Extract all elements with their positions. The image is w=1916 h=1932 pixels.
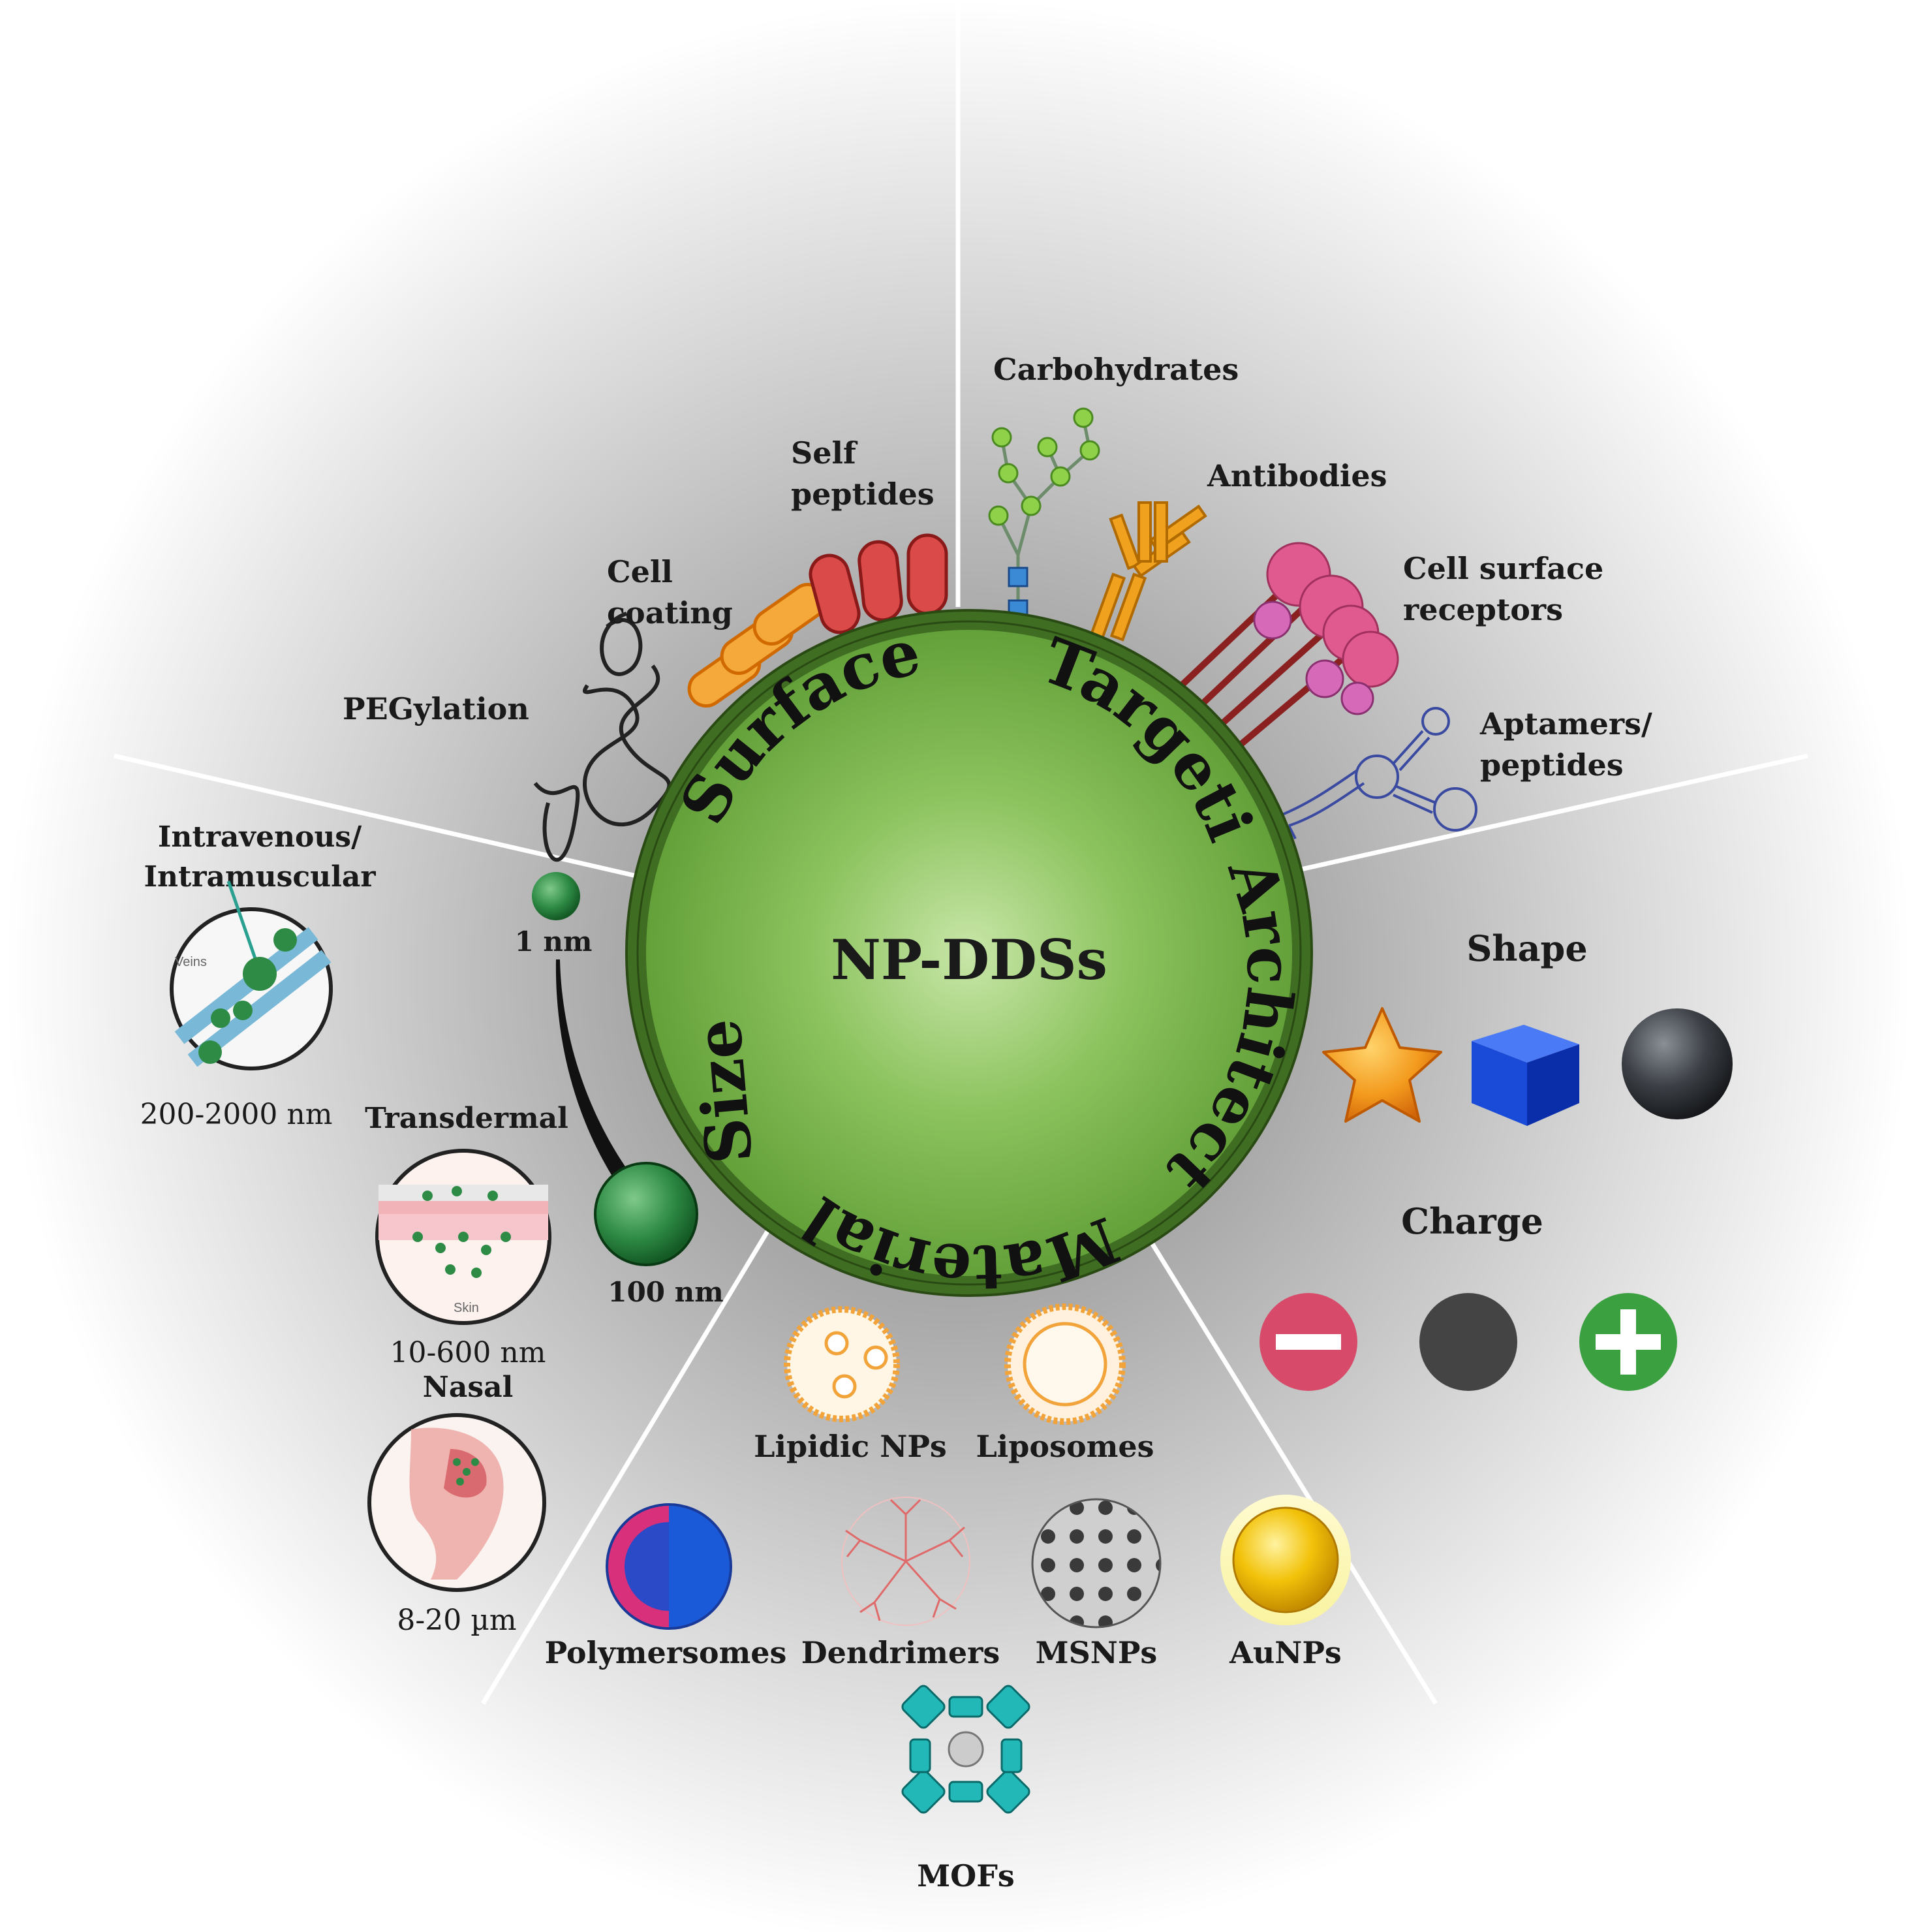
label-iv-2: Intramuscular <box>144 860 376 894</box>
label-self-peptides-1: Self <box>791 435 858 471</box>
label-polymersomes: Polymersomes <box>545 1635 787 1670</box>
self-peptides-icon <box>809 533 948 634</box>
label-cell-coating-1: Cell <box>607 554 673 589</box>
label-carbohydrates: Carbohydrates <box>993 352 1239 387</box>
label-aptamers-1: Aptamers/ <box>1479 706 1652 741</box>
label-mofs: MOFs <box>917 1858 1015 1893</box>
label-transdermal-range: 10-600 nm <box>390 1336 546 1369</box>
sector-dividers <box>114 0 1808 1705</box>
label-aptamers-2: peptides <box>1480 747 1624 783</box>
label-iv-range: 200-2000 nm <box>140 1098 333 1131</box>
label-receptors-2: receptors <box>1403 592 1563 627</box>
center-label: NP-DDSs <box>831 927 1107 992</box>
small-np-sphere <box>532 872 580 920</box>
liposome-icon <box>1004 1303 1126 1425</box>
nasal-inset <box>367 1413 546 1592</box>
pegylation-icon <box>533 612 672 862</box>
label-dendrimers: Dendrimers <box>801 1635 1000 1670</box>
section-size: Size <box>681 1016 767 1166</box>
np-inner-ring <box>636 620 1302 1286</box>
aunp-icon <box>1220 1495 1351 1625</box>
label-nasal: Nasal <box>423 1371 514 1404</box>
dendrimer-icon <box>841 1497 970 1626</box>
np-core <box>646 630 1292 1276</box>
antibodies-icon <box>1089 501 1207 642</box>
mof-icon <box>901 1685 1030 1814</box>
label-liposomes: Liposomes <box>976 1429 1154 1464</box>
positive-charge-icon <box>1579 1293 1677 1391</box>
label-iv-1: Intravenous/ <box>158 820 362 854</box>
sphere-shape-icon <box>1622 1008 1733 1119</box>
polymersome-icon <box>606 1503 732 1630</box>
iv-inset: Veins <box>170 880 333 1070</box>
svg-text:Veins: Veins <box>175 955 207 969</box>
lipidic-np-icon <box>784 1306 900 1422</box>
label-receptors-1: Cell surface <box>1403 551 1603 586</box>
label-antibodies: Antibodies <box>1207 458 1387 493</box>
aptamers-icon <box>1271 707 1477 839</box>
svg-text:Skin: Skin <box>454 1301 479 1315</box>
label-aunps: AuNPs <box>1229 1635 1342 1670</box>
negative-charge-icon <box>1259 1293 1357 1391</box>
star-shape-icon <box>1322 1007 1442 1123</box>
label-100nm: 100 nm <box>608 1276 723 1308</box>
label-msnps: MSNPs <box>1036 1635 1158 1670</box>
label-transdermal: Transdermal <box>365 1102 568 1135</box>
msnp-icon <box>1031 1498 1162 1628</box>
cell-coating-icon <box>687 582 827 708</box>
label-1nm: 1 nm <box>515 926 593 958</box>
large-np-sphere <box>594 1162 698 1266</box>
label-cell-coating-2: coating <box>607 595 733 631</box>
label-shape: Shape <box>1466 927 1587 969</box>
label-nasal-range: 8-20 µm <box>397 1604 516 1637</box>
size-wedge <box>555 959 626 1178</box>
cube-shape-icon <box>1472 1025 1579 1126</box>
label-pegylation: PEGylation <box>343 691 529 726</box>
neutral-charge-icon <box>1419 1293 1517 1391</box>
label-charge: Charge <box>1401 1200 1543 1242</box>
label-lipidic: Lipidic NPs <box>754 1429 947 1464</box>
label-self-peptides-2: peptides <box>791 476 935 512</box>
transdermal-inset: Skin <box>375 1149 551 1325</box>
